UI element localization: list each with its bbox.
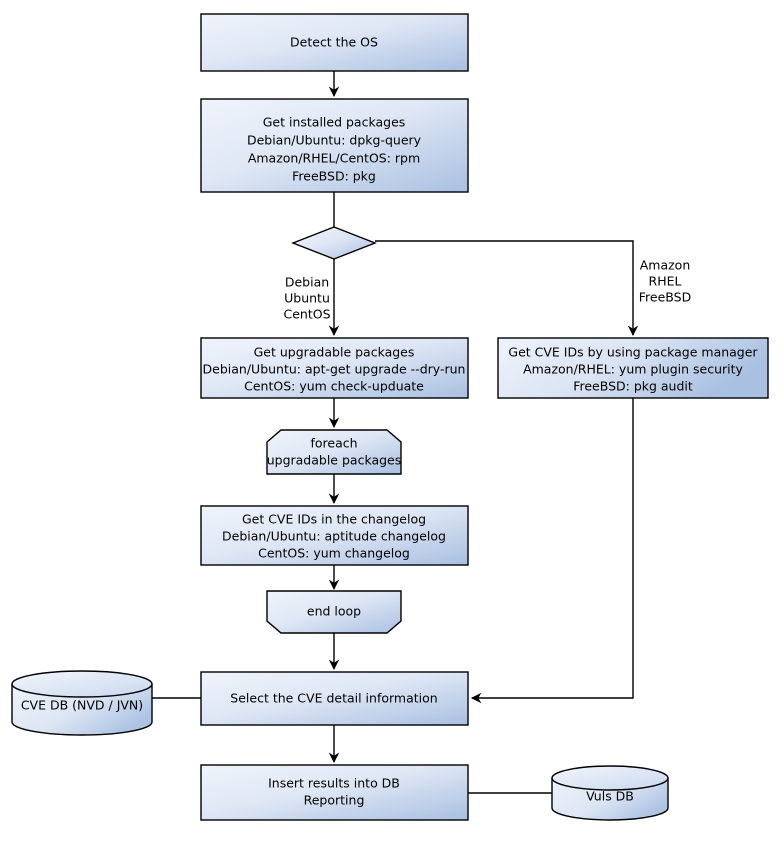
get-cve-ids-package-manager-box[interactable]: [497, 337, 769, 399]
get-installed-packages-line-4: FreeBSD: pkg: [292, 169, 376, 184]
right-branch-line-1: Amazon: [640, 258, 691, 273]
node-get-upgradable-packages[interactable]: Get upgradable packages Debian/Ubuntu: a…: [200, 337, 469, 399]
foreach-loop-start-line-1: foreach: [310, 436, 357, 451]
node-select-cve-detail[interactable]: Select the CVE detail information: [200, 671, 469, 726]
get-cve-ids-package-manager-line-1: Get CVE IDs by using package manager: [508, 345, 758, 360]
node-insert-results[interactable]: Insert results into DB Reporting: [200, 764, 469, 821]
select-cve-detail-box[interactable]: [200, 671, 469, 726]
node-get-cve-ids-package-manager[interactable]: Get CVE IDs by using package manager Ama…: [497, 337, 769, 399]
foreach-loop-start-line-2: upgradable packages: [267, 453, 402, 468]
end-loop-label: end loop: [307, 604, 361, 619]
node-detect-os[interactable]: Detect the OS: [200, 13, 469, 72]
get-upgradable-packages-line-1: Get upgradable packages: [254, 345, 415, 360]
get-installed-packages-box[interactable]: [200, 98, 469, 193]
insert-results-line-2: Reporting: [304, 793, 365, 808]
vuls-db-label: Vuls DB: [586, 789, 634, 804]
connectors: [152, 71, 639, 794]
detect-os-label: Detect the OS: [290, 35, 378, 50]
detect-os-box[interactable]: [200, 13, 469, 72]
node-get-cve-ids-changelog[interactable]: Get CVE IDs in the changelog Debian/Ubun…: [200, 505, 469, 566]
get-installed-packages-line-2: Debian/Ubuntu: dpkg-query: [247, 133, 422, 148]
decision-diamond[interactable]: [291, 226, 377, 260]
connector-decision-to-cve-pkgmgr: [375, 240, 639, 337]
vuls-db-cylinder-top: [551, 765, 669, 791]
connector-cvepkgmgr-to-select: [470, 398, 634, 704]
select-cve-detail-label: Select the CVE detail information: [230, 691, 437, 706]
node-decision[interactable]: [291, 226, 377, 260]
node-cve-db[interactable]: CVE DB (NVD / JVN): [11, 670, 153, 736]
node-get-installed-packages[interactable]: Get installed packages Debian/Ubuntu: dp…: [200, 98, 469, 193]
get-cve-ids-changelog-line-2: Debian/Ubuntu: aptitude changelog: [222, 529, 446, 544]
get-cve-ids-package-manager-line-2: Amazon/RHEL: yum plugin security: [523, 362, 743, 377]
get-upgradable-packages-line-3: CentOS: yum check-upduate: [244, 379, 424, 394]
get-upgradable-packages-box[interactable]: [200, 337, 469, 399]
edge-label-right-branch: Amazon RHEL FreeBSD: [639, 258, 691, 305]
insert-results-line-1: Insert results into DB: [268, 776, 400, 791]
cve-db-cylinder-top: [11, 670, 153, 698]
get-cve-ids-changelog-line-3: CentOS: yum changelog: [258, 546, 410, 561]
right-branch-line-3: FreeBSD: [639, 290, 691, 305]
node-vuls-db[interactable]: Vuls DB: [551, 765, 669, 821]
get-upgradable-packages-line-2: Debian/Ubuntu: apt-get upgrade --dry-run: [203, 362, 466, 377]
get-cve-ids-changelog-line-1: Get CVE IDs in the changelog: [242, 512, 426, 527]
get-installed-packages-line-1: Get installed packages: [263, 115, 406, 130]
get-installed-packages-line-3: Amazon/RHEL/CentOS: rpm: [248, 151, 420, 166]
left-branch-line-1: Debian: [285, 275, 329, 290]
end-loop-shape[interactable]: [266, 590, 402, 634]
get-cve-ids-package-manager-line-3: FreeBSD: pkg audit: [573, 379, 693, 394]
get-cve-ids-changelog-box[interactable]: [200, 505, 469, 566]
cve-db-label: CVE DB (NVD / JVN): [21, 698, 143, 713]
foreach-loop-start-shape[interactable]: [266, 429, 402, 475]
cve-db-cylinder-body[interactable]: [11, 683, 153, 736]
edge-label-left-branch: Debian Ubuntu CentOS: [283, 275, 330, 322]
left-branch-line-2: Ubuntu: [284, 291, 330, 306]
node-end-loop[interactable]: end loop: [266, 590, 402, 634]
node-foreach-loop-start[interactable]: foreach upgradable packages: [266, 429, 402, 475]
right-branch-line-2: RHEL: [649, 274, 682, 289]
left-branch-line-3: CentOS: [283, 307, 330, 322]
insert-results-box[interactable]: [200, 764, 469, 821]
